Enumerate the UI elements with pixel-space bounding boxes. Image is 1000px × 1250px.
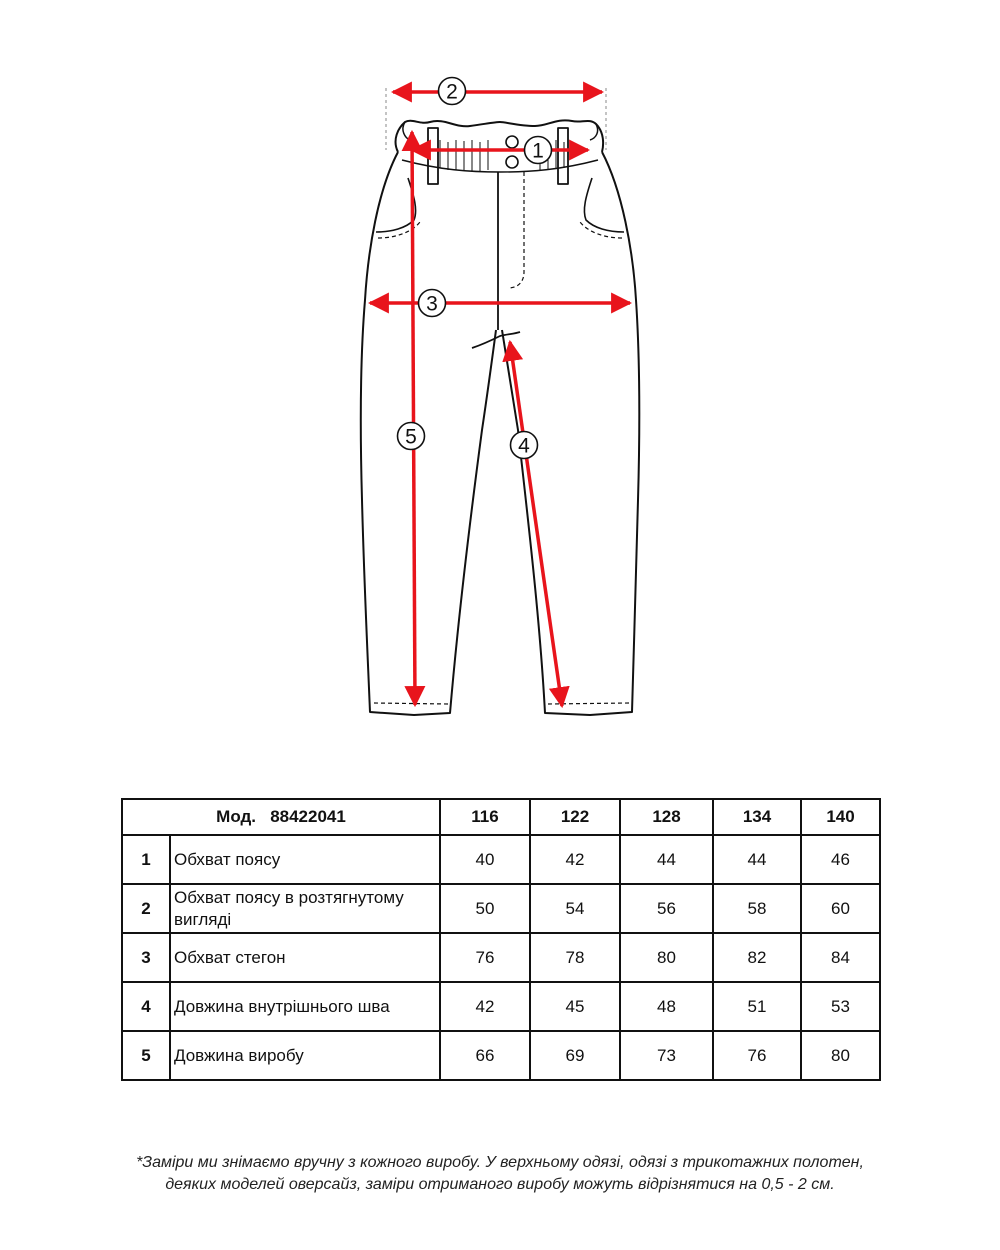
table-cell: 40: [439, 834, 531, 885]
svg-text:3: 3: [426, 293, 438, 316]
table-cell: 80: [800, 1030, 881, 1081]
size-header: 140: [800, 798, 881, 836]
size-header: 122: [529, 798, 621, 836]
table-cell: 44: [712, 834, 802, 885]
measurement-name: Обхват поясу в розтягнутому вигляді: [169, 883, 441, 934]
size-header: 128: [619, 798, 714, 836]
row-number: 2: [121, 883, 171, 934]
table-row: 1 Обхват поясу 40 42 44 44 46: [121, 834, 881, 885]
marker-3: 3: [417, 288, 447, 318]
marker-2: 2: [437, 76, 467, 106]
table-row: 3 Обхват стегон 76 78 80 82 84: [121, 932, 881, 983]
measurement-name: Довжина внутрішнього шва: [169, 981, 441, 1032]
row-number: 4: [121, 981, 171, 1032]
size-header: 116: [439, 798, 531, 836]
table-cell: 51: [712, 981, 802, 1032]
table-row: 5 Довжина виробу 66 69 73 76 80: [121, 1030, 881, 1081]
measurement-arrows: [367, 81, 633, 709]
svg-text:4: 4: [518, 435, 530, 458]
table-cell: 54: [529, 883, 621, 934]
table-cell: 48: [619, 981, 714, 1032]
row-number: 3: [121, 932, 171, 983]
table-cell: 42: [439, 981, 531, 1032]
model-number: 88422041: [270, 807, 346, 826]
measurement-name: Довжина виробу: [169, 1030, 441, 1081]
table-cell: 76: [712, 1030, 802, 1081]
table-cell: 42: [529, 834, 621, 885]
model-header: Мод. 88422041: [121, 798, 441, 836]
table-cell: 73: [619, 1030, 714, 1081]
measurement-name: Обхват стегон: [169, 932, 441, 983]
table-cell: 78: [529, 932, 621, 983]
marker-1: 1: [523, 135, 553, 165]
table-cell: 46: [800, 834, 881, 885]
size-header: 134: [712, 798, 802, 836]
svg-text:1: 1: [532, 140, 544, 163]
table-cell: 44: [619, 834, 714, 885]
model-label: Мод.: [216, 807, 257, 826]
row-number: 5: [121, 1030, 171, 1081]
table-cell: 69: [529, 1030, 621, 1081]
table-cell: 80: [619, 932, 714, 983]
table-cell: 84: [800, 932, 881, 983]
svg-text:2: 2: [446, 81, 458, 104]
measurement-name: Обхват поясу: [169, 834, 441, 885]
disclaimer-line-1: *Заміри ми знімаємо вручну з кожного вир…: [136, 1154, 864, 1171]
measurement-disclaimer: *Заміри ми знімаємо вручну з кожного вир…: [30, 1152, 970, 1196]
marker-4: 4: [509, 430, 539, 460]
table-cell: 60: [800, 883, 881, 934]
arrow-5-length: [401, 129, 426, 708]
marker-5: 5: [396, 421, 426, 451]
pants-measurement-diagram: 2 1 3 5 4: [359, 76, 641, 716]
table-row: 4 Довжина внутрішнього шва 42 45 48 51 5…: [121, 981, 881, 1032]
row-number: 1: [121, 834, 171, 885]
size-chart-table: Мод. 88422041 116 122 128 134 140 1 Обхв…: [121, 798, 881, 1081]
pants-outline: [359, 119, 641, 716]
table-cell: 53: [800, 981, 881, 1032]
table-cell: 58: [712, 883, 802, 934]
table-cell: 66: [439, 1030, 531, 1081]
disclaimer-line-2: деяких моделей оверсайз, заміри отримано…: [165, 1176, 835, 1193]
table-cell: 76: [439, 932, 531, 983]
svg-text:5: 5: [405, 426, 417, 449]
table-row: 2 Обхват поясу в розтягнутому вигляді 50…: [121, 883, 881, 934]
table-cell: 45: [529, 981, 621, 1032]
table-header-row: Мод. 88422041 116 122 128 134 140: [121, 798, 881, 836]
arrow-4-inseam: [502, 339, 570, 709]
table-cell: 56: [619, 883, 714, 934]
table-cell: 82: [712, 932, 802, 983]
table-cell: 50: [439, 883, 531, 934]
